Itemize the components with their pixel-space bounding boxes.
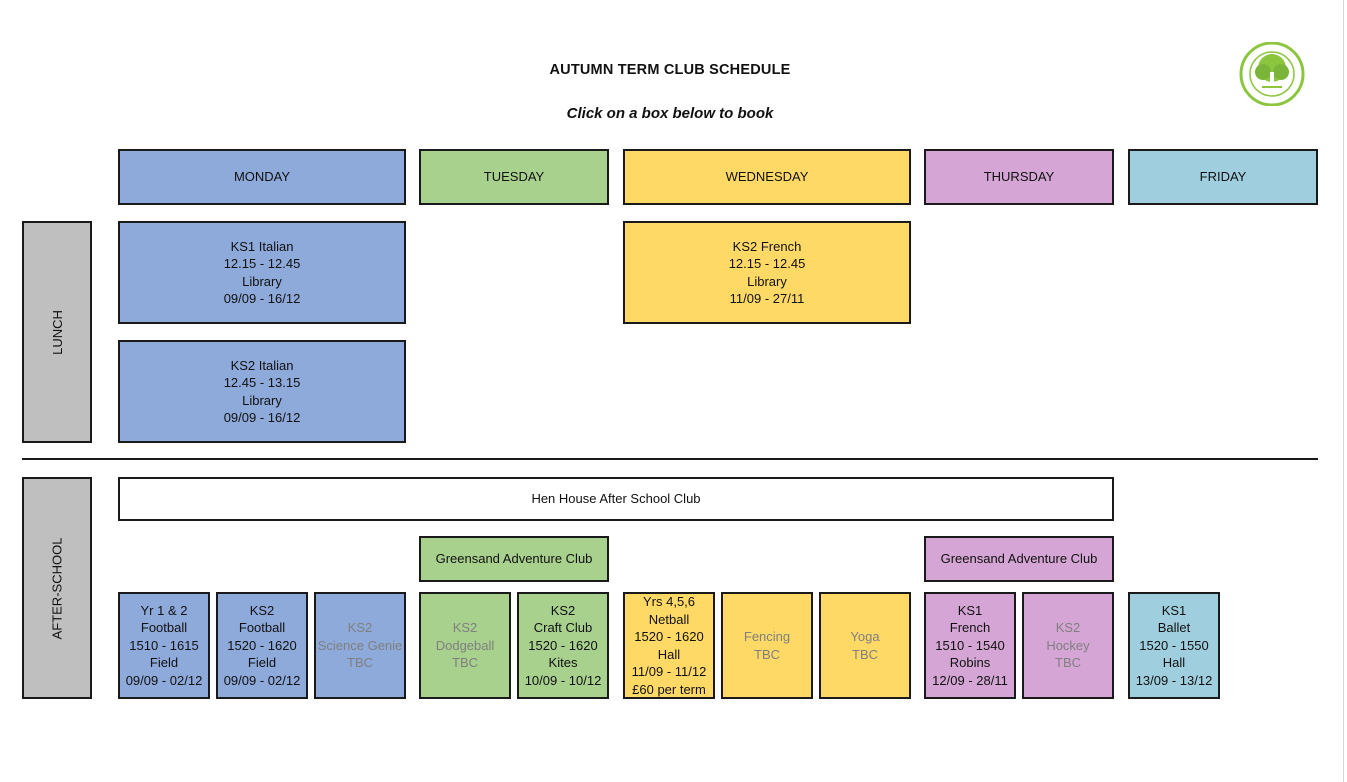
club-group: Yr 1 & 2	[140, 602, 188, 618]
club-dates: 11/09 - 27/11	[729, 291, 805, 306]
club-location: Field	[149, 655, 179, 671]
club-activity: Ballet	[1157, 620, 1191, 636]
day-label: FRIDAY	[1199, 169, 1247, 185]
club-group: KS2	[1055, 620, 1081, 636]
day-label: WEDNESDAY	[725, 169, 809, 185]
club-hen-house[interactable]: Hen House After School Club	[118, 477, 1114, 521]
club-time: 12.45 - 13.15	[223, 375, 301, 390]
club-time: 1520 - 1620	[634, 629, 704, 644]
club-group: KS1	[1161, 602, 1187, 618]
day-label: TUESDAY	[483, 169, 545, 185]
club-group: KS2 Italian	[230, 357, 294, 373]
club-activity: Netball	[648, 611, 690, 627]
club-dates: 11/09 - 11/12	[631, 664, 707, 679]
club-location: Hall	[1162, 655, 1186, 671]
club-time: 1510 - 1540	[935, 637, 1005, 653]
club-location: Library	[747, 273, 787, 289]
club-location: Field	[247, 655, 277, 671]
club-status: TBC	[852, 646, 878, 662]
club-activity: Football	[140, 620, 188, 636]
day-header-thursday: THURSDAY	[924, 149, 1114, 205]
club-title: Greensand Adventure Club	[435, 551, 593, 567]
club-status: TBC	[1055, 655, 1081, 671]
page-right-edge	[1343, 0, 1344, 782]
day-header-wednesday: WEDNESDAY	[623, 149, 911, 205]
club-time: 1510 - 1615	[129, 637, 199, 653]
club-yoga[interactable]: Yoga TBC	[819, 592, 911, 699]
club-group: Yrs 4,5,6	[642, 594, 696, 609]
club-fencing[interactable]: Fencing TBC	[721, 592, 813, 699]
club-group: KS2	[452, 620, 478, 636]
club-activity: Football	[238, 620, 286, 636]
club-dates: 09/09 - 02/12	[125, 672, 203, 688]
club-location: Kites	[548, 655, 578, 671]
club-time: 12.15 - 12.45	[223, 256, 301, 271]
club-title: Hen House After School Club	[531, 491, 701, 507]
section-label-after-school: AFTER-SCHOOL	[22, 477, 92, 699]
club-dates: 13/09 - 13/12	[1135, 672, 1213, 688]
club-ks2-hockey[interactable]: KS2 Hockey TBC	[1022, 592, 1114, 699]
tree-logo-icon	[1239, 41, 1305, 107]
club-time: 1520 - 1620	[528, 637, 598, 653]
club-ks2-french[interactable]: KS2 French 12.15 - 12.45 Library 11/09 -…	[623, 221, 911, 324]
club-dates: 10/09 - 10/12	[524, 672, 602, 688]
club-price: £60 per term	[632, 681, 706, 697]
day-header-friday: FRIDAY	[1128, 149, 1318, 205]
club-status: TBC	[347, 655, 373, 671]
club-location: Library	[242, 273, 282, 289]
day-label: THURSDAY	[983, 169, 1055, 185]
club-activity: Fencing	[743, 629, 791, 644]
club-ks2-dodgeball[interactable]: KS2 Dodgeball TBC	[419, 592, 511, 699]
club-location: Library	[242, 392, 282, 408]
club-ks2-italian[interactable]: KS2 Italian 12.45 - 13.15 Library 09/09 …	[118, 340, 406, 443]
club-group: KS2	[249, 602, 275, 618]
club-ks2-science-genie[interactable]: KS2 Science Genie TBC	[314, 592, 406, 699]
club-group: KS2	[347, 620, 373, 636]
day-header-tuesday: TUESDAY	[419, 149, 609, 205]
section-label-lunch: LUNCH	[22, 221, 92, 443]
club-activity: Craft Club	[533, 620, 593, 636]
club-greensand-thursday[interactable]: Greensand Adventure Club	[924, 536, 1114, 582]
club-time: 12.15 - 12.45	[728, 256, 806, 271]
club-activity: Hockey	[1046, 637, 1090, 653]
section-divider	[22, 458, 1318, 460]
club-time: 1520 - 1550	[1139, 637, 1209, 653]
club-group: KS2 French	[732, 238, 802, 254]
club-yrs456-netball[interactable]: Yrs 4,5,6 Netball 1520 - 1620 Hall 11/09…	[623, 592, 715, 699]
club-location: Hall	[657, 646, 681, 662]
club-group: KS2	[550, 602, 576, 618]
club-ks2-craft[interactable]: KS2 Craft Club 1520 - 1620 Kites 10/09 -…	[517, 592, 609, 699]
club-location: Robins	[949, 655, 991, 671]
club-dates: 12/09 - 28/11	[932, 672, 1008, 688]
club-activity: Yoga	[850, 629, 880, 644]
page-title: AUTUMN TERM CLUB SCHEDULE	[549, 62, 791, 78]
club-ks2-football[interactable]: KS2 Football 1520 - 1620 Field 09/09 - 0…	[216, 592, 308, 699]
club-time: 1520 - 1620	[227, 637, 297, 653]
club-activity: French	[949, 620, 991, 636]
club-status: TBC	[754, 646, 780, 662]
club-activity: Dodgeball	[435, 637, 495, 653]
club-dates: 09/09 - 02/12	[223, 672, 301, 688]
club-activity: Science Genie	[317, 637, 403, 653]
club-status: TBC	[452, 655, 478, 671]
school-logo	[1232, 41, 1312, 107]
club-title: Greensand Adventure Club	[940, 551, 1098, 567]
club-greensand-tuesday[interactable]: Greensand Adventure Club	[419, 536, 609, 582]
club-yr12-football[interactable]: Yr 1 & 2 Football 1510 - 1615 Field 09/0…	[118, 592, 210, 699]
club-ks1-italian[interactable]: KS1 Italian 12.15 - 12.45 Library 09/09 …	[118, 221, 406, 324]
club-ks1-ballet[interactable]: KS1 Ballet 1520 - 1550 Hall 13/09 - 13/1…	[1128, 592, 1220, 699]
day-label: MONDAY	[233, 169, 291, 185]
club-group: KS1	[957, 602, 983, 618]
club-ks1-french[interactable]: KS1 French 1510 - 1540 Robins 12/09 - 28…	[924, 592, 1016, 699]
page-subtitle: Click on a box below to book	[566, 105, 774, 122]
club-dates: 09/09 - 16/12	[223, 410, 301, 425]
club-group: KS1 Italian	[230, 238, 294, 254]
club-dates: 09/09 - 16/12	[223, 291, 301, 306]
day-header-monday: MONDAY	[118, 149, 406, 205]
